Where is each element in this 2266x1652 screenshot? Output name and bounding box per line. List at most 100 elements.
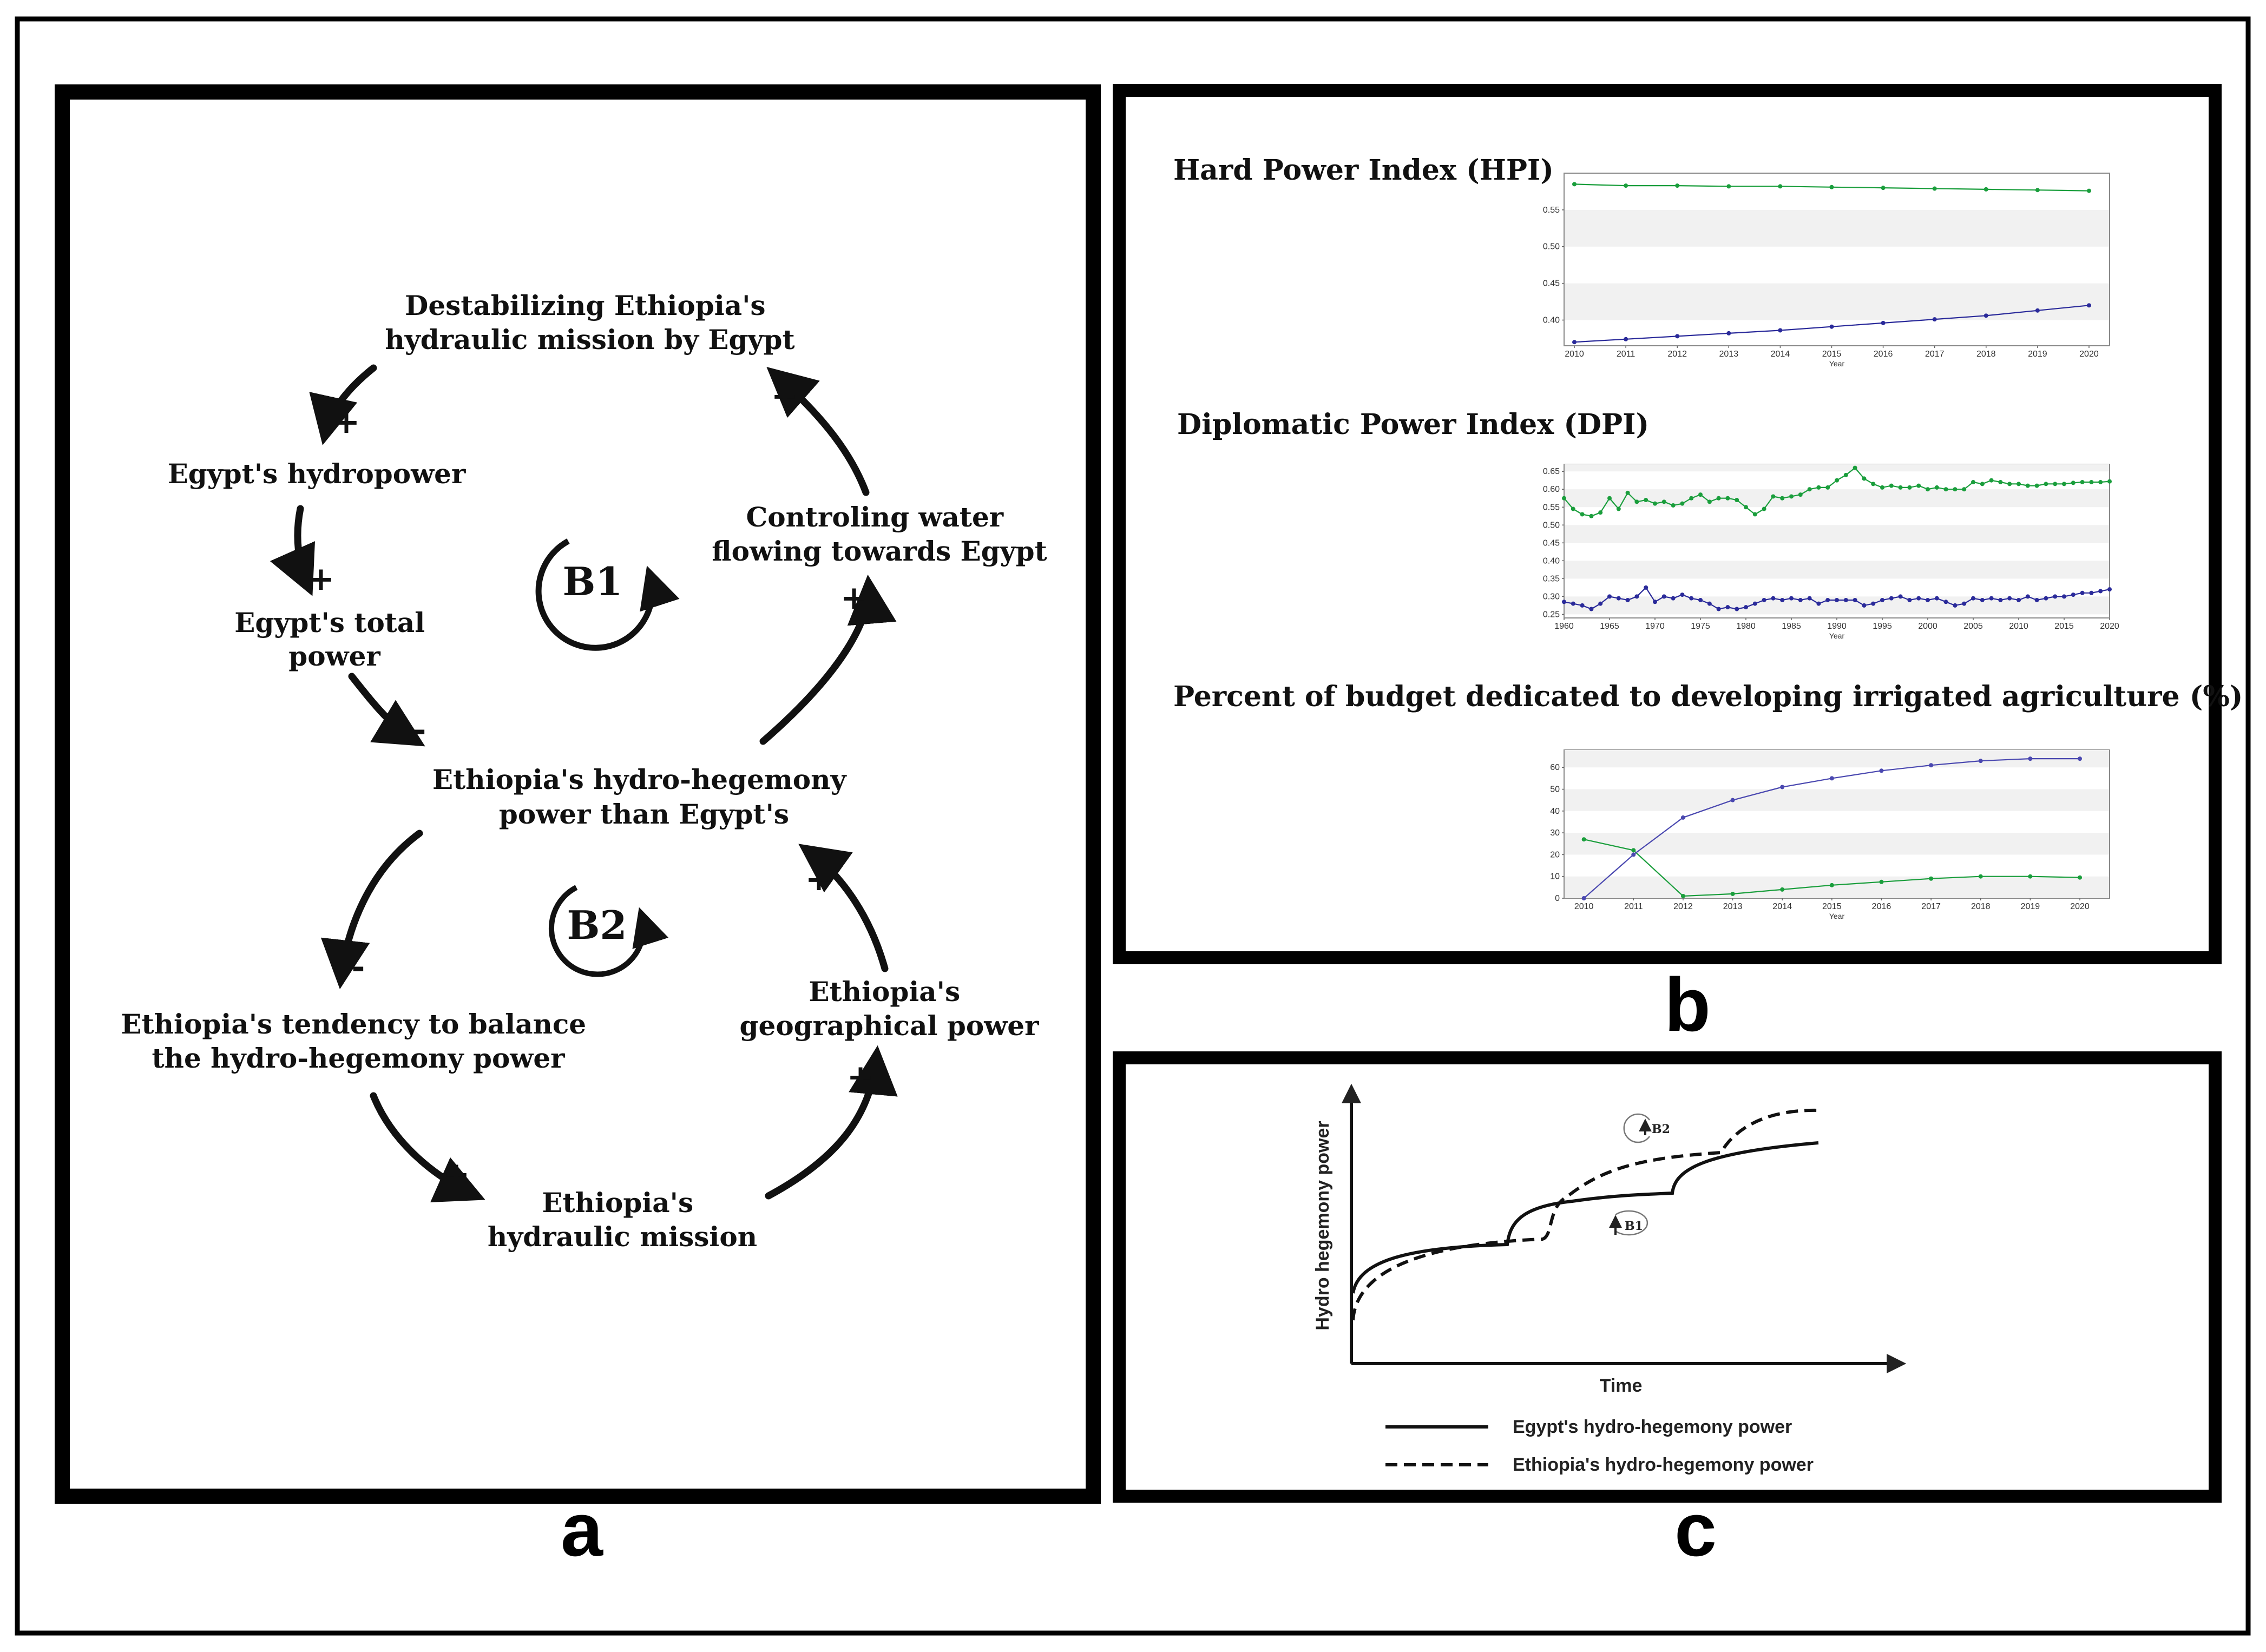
y-tick-label: 0.35	[1543, 574, 1560, 583]
series-point-1	[2035, 308, 2040, 313]
panel-a-label: a	[561, 1487, 603, 1572]
x-tick-label: 1970	[1645, 622, 1665, 631]
behavior-loop-b1-label: B1	[1625, 1219, 1643, 1233]
sign-destab-hydropower: +	[333, 403, 360, 441]
series-point-0	[2086, 188, 2091, 193]
x-tick-label: 2018	[1976, 350, 1996, 359]
series-point-0	[1879, 879, 1884, 884]
grid-band	[1565, 209, 2109, 247]
ethiopia-curve	[1351, 1108, 1819, 1321]
series-point-1	[1871, 601, 1876, 606]
series-point-1	[1562, 600, 1566, 604]
series-point-1	[1932, 317, 1937, 322]
dpi-chart: 0.250.300.350.400.450.500.550.600.651960…	[1543, 464, 2119, 640]
sign-controlling-destab: +	[771, 377, 798, 415]
series-point-0	[2053, 482, 2058, 486]
series-point-1	[1829, 776, 1834, 781]
series-point-1	[1971, 596, 1975, 601]
series-point-0	[1680, 893, 1685, 898]
series-point-1	[1624, 337, 1628, 341]
panel-a-frame	[55, 84, 1101, 1504]
node-destabilizing: Destabilizing Ethiopia's hydraulic missi…	[385, 289, 794, 356]
y-tick-label: 40	[1550, 807, 1560, 816]
x-tick-label: 2018	[1971, 902, 1991, 911]
series-point-0	[1571, 506, 1575, 511]
series-point-1	[1735, 607, 1739, 611]
x-tick-label: 2017	[1921, 902, 1941, 911]
series-point-0	[1653, 501, 1657, 506]
panel-c: Hydro hegemony power Time B2 B1 Egypt's …	[1113, 1051, 2222, 1572]
series-point-1	[1780, 597, 1785, 602]
series-point-1	[1661, 594, 1666, 599]
series-point-1	[1572, 340, 1577, 345]
x-tick-label: 2013	[1723, 902, 1743, 911]
series-point-1	[2007, 596, 2012, 601]
behavior-loop-b2-arrow-icon	[1623, 1113, 1651, 1143]
x-tick-label: 2017	[1925, 350, 1945, 359]
loop-b2: B2	[548, 885, 669, 977]
grid-band	[1565, 833, 2109, 855]
series-point-0	[1862, 476, 1867, 481]
series-point-0	[1871, 482, 1876, 486]
series-point-0	[1881, 186, 1886, 190]
behavior-loop-b2: B2	[1623, 1113, 1670, 1143]
y-tick-label: 0.60	[1543, 485, 1560, 494]
series-point-1	[2034, 597, 2039, 602]
series-point-1	[1879, 768, 1884, 773]
series-point-0	[2025, 483, 2030, 488]
x-tick-label: 1960	[1554, 622, 1574, 631]
node-tendency-balance: Ethiopia's tendency to balance the hydro…	[121, 1008, 595, 1074]
series-point-0	[1689, 496, 1694, 501]
series-point-1	[1744, 605, 1748, 610]
series-point-0	[1735, 498, 1739, 503]
series-point-0	[2078, 875, 2083, 880]
series-point-0	[2071, 481, 2075, 485]
x-tick-label: 2014	[1772, 902, 1792, 911]
y-tick-label: 0.55	[1543, 503, 1560, 512]
x-tick-label: 2012	[1673, 902, 1693, 911]
series-point-0	[1607, 496, 1612, 501]
series-point-0	[2028, 874, 2033, 879]
x-tick-label: 2015	[1822, 350, 1842, 359]
series-point-1	[1762, 597, 1766, 602]
grid-band	[1565, 283, 2109, 320]
link-total-to-hegemony	[348, 673, 425, 747]
series-point-0	[1631, 848, 1636, 853]
y-tick-label: 0.50	[1543, 521, 1560, 530]
series-point-1	[1980, 597, 1985, 602]
sign-hydropower-total: +	[307, 560, 334, 598]
egypt-curve	[1351, 1141, 1819, 1294]
y-tick-label: 20	[1550, 850, 1560, 859]
series-point-1	[1581, 896, 1586, 900]
x-tick-label: 2015	[2054, 622, 2074, 631]
outer-frame	[15, 16, 2251, 1636]
node-egypt-total-power: Egypt's total power	[234, 607, 434, 672]
x-tick-label: 1965	[1600, 622, 1619, 631]
series-point-1	[1816, 601, 1821, 606]
series-point-1	[1789, 596, 1794, 601]
behavior-y-label: Hydro hegemony power	[1312, 1121, 1333, 1330]
series-point-0	[1929, 876, 1934, 881]
series-point-1	[1881, 320, 1886, 325]
legend-ethiopia-label: Ethiopia's hydro-hegemony power	[1513, 1454, 1814, 1475]
panel-b-label: b	[1664, 962, 1711, 1047]
series-point-0	[1671, 503, 1676, 508]
x-tick-label: 2011	[1617, 350, 1636, 359]
series-point-0	[1725, 496, 1730, 501]
series-point-0	[1771, 494, 1776, 499]
series-point-1	[2044, 596, 2048, 601]
series-point-1	[1825, 597, 1830, 602]
series-point-0	[1680, 501, 1685, 506]
link-hegemony-to-controlling	[759, 574, 897, 745]
series-point-1	[1934, 596, 1939, 601]
series-point-0	[2098, 480, 2103, 485]
series-point-1	[1716, 607, 1721, 611]
series-point-0	[1675, 183, 1680, 188]
series-point-1	[1680, 593, 1685, 597]
series-point-0	[1898, 485, 1903, 490]
series-point-1	[2017, 597, 2021, 602]
series-point-0	[1798, 492, 1803, 497]
series-point-0	[1624, 183, 1628, 188]
series-point-0	[1580, 512, 1585, 517]
